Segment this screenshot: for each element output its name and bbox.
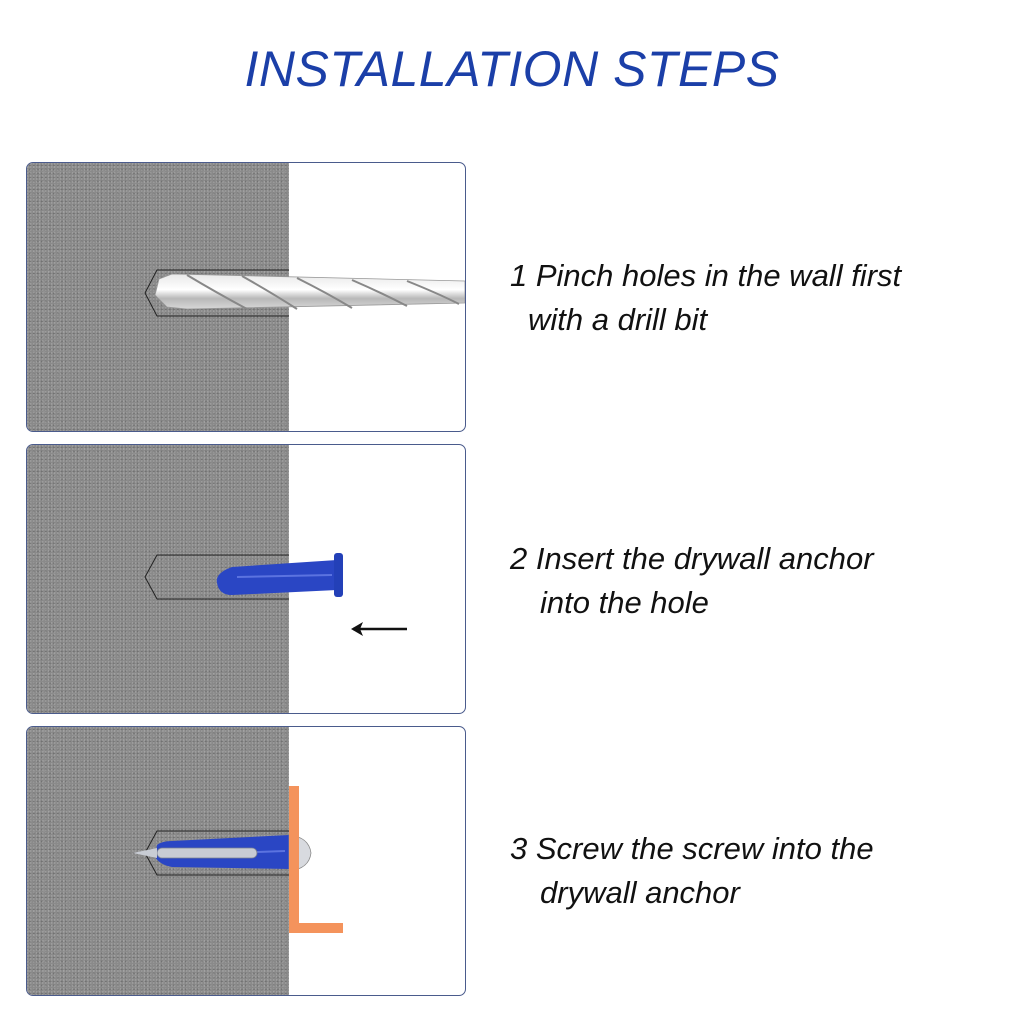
- step-3-illustration: [26, 726, 466, 996]
- screw-and-anchor-icon: [133, 786, 343, 933]
- step-1-illustration: [26, 162, 466, 432]
- step-2-line-1: 2 Insert the drywall anchor: [510, 541, 874, 576]
- step-2-line-2: into the hole: [540, 585, 709, 620]
- step-1-line-1: 1 Pinch holes in the wall first: [510, 258, 902, 293]
- step-3-line-1: 3 Screw the screw into the: [510, 831, 874, 866]
- step-2-text: 2 Insert the drywall anchor into the hol…: [510, 537, 874, 625]
- arrow-left-icon: [351, 622, 407, 636]
- step-2-illustration: [26, 444, 466, 714]
- drill-bit-icon: [144, 269, 465, 317]
- drywall-anchor-icon: [144, 553, 407, 636]
- step-1-line-2: with a drill bit: [528, 302, 708, 337]
- step-3-line-2: drywall anchor: [540, 875, 740, 910]
- step-1-text: 1 Pinch holes in the wall first with a d…: [510, 254, 901, 342]
- page-title: INSTALLATION STEPS: [244, 41, 780, 97]
- step-3-text: 3 Screw the screw into the drywall ancho…: [510, 827, 874, 915]
- bracket-icon: [289, 786, 343, 933]
